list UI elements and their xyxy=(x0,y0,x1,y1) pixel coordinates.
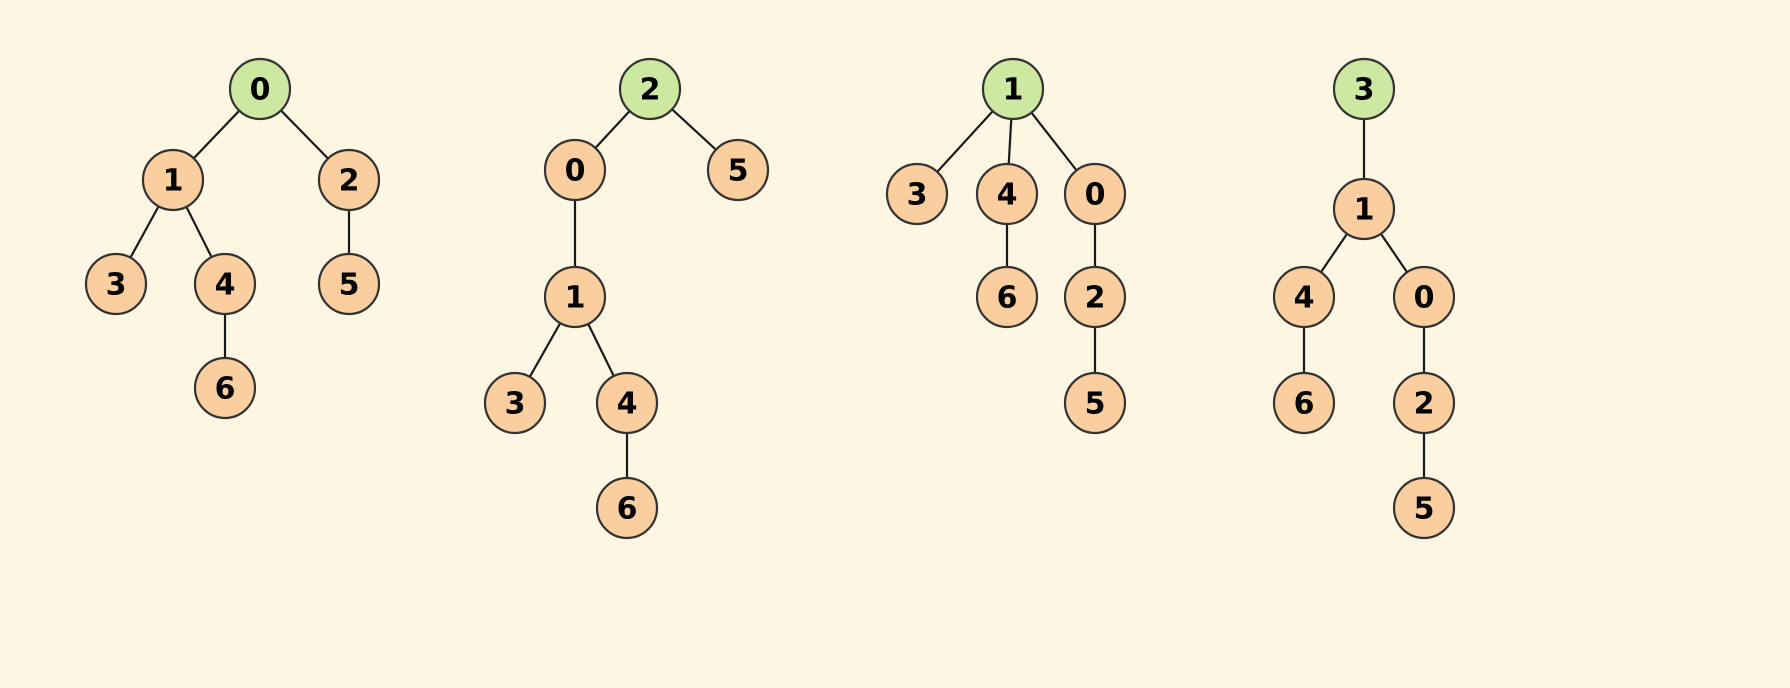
forest-layer: 0 1 2 3 4 5 6 2 0 5 1 3 4 6 1 3 4 0 6 2 5 3 1 4 0 6 2 5 xyxy=(84,57,1456,540)
node-label: 3 xyxy=(1354,73,1375,108)
tree-node-3[interactable]: 3 xyxy=(84,252,148,316)
node-circle[interactable] xyxy=(193,356,257,420)
tree-node-2[interactable]: 2 xyxy=(618,57,682,121)
node-circle[interactable] xyxy=(543,265,607,329)
node-label: 4 xyxy=(215,268,236,303)
tree-1-root-2: 2 0 5 1 3 4 6 xyxy=(483,57,770,540)
root-node-circle[interactable] xyxy=(618,57,682,121)
node-label: 5 xyxy=(339,268,360,303)
tree-node-5[interactable]: 5 xyxy=(1392,476,1456,540)
node-circle[interactable] xyxy=(595,371,659,435)
tree-node-1[interactable]: 1 xyxy=(1332,177,1396,241)
node-circle[interactable] xyxy=(141,148,205,212)
node-label: 1 xyxy=(163,164,184,199)
node-label: 6 xyxy=(997,281,1018,316)
node-label: 5 xyxy=(1085,387,1106,422)
node-circle[interactable] xyxy=(317,148,381,212)
root-node-circle[interactable] xyxy=(228,57,292,121)
node-circle[interactable] xyxy=(1392,265,1456,329)
root-node-circle[interactable] xyxy=(981,57,1045,121)
node-label: 0 xyxy=(565,154,586,189)
node-label: 3 xyxy=(106,268,127,303)
node-label: 0 xyxy=(250,73,271,108)
node-circle[interactable] xyxy=(1272,371,1336,435)
node-label: 4 xyxy=(997,178,1018,213)
node-circle[interactable] xyxy=(1063,265,1127,329)
tree-node-5[interactable]: 5 xyxy=(317,252,381,316)
node-label: 4 xyxy=(1294,281,1315,316)
node-label: 2 xyxy=(1414,387,1435,422)
tree-node-5[interactable]: 5 xyxy=(1063,371,1127,435)
tree-node-6[interactable]: 6 xyxy=(975,265,1039,329)
node-label: 1 xyxy=(1003,73,1024,108)
tree-3-root-3: 3 1 4 0 6 2 5 xyxy=(1272,57,1456,540)
node-circle[interactable] xyxy=(885,162,949,226)
tree-node-0[interactable]: 0 xyxy=(1392,265,1456,329)
node-label: 4 xyxy=(617,387,638,422)
tree-node-3[interactable]: 3 xyxy=(1332,57,1396,121)
tree-2-root-1: 1 3 4 0 6 2 5 xyxy=(885,57,1127,435)
tree-node-4[interactable]: 4 xyxy=(1272,265,1336,329)
node-circle[interactable] xyxy=(1063,371,1127,435)
tree-node-2[interactable]: 2 xyxy=(1392,371,1456,435)
node-circle[interactable] xyxy=(1332,177,1396,241)
node-circle[interactable] xyxy=(483,371,547,435)
tree-node-0[interactable]: 0 xyxy=(543,138,607,202)
node-circle[interactable] xyxy=(595,476,659,540)
tree-node-1[interactable]: 1 xyxy=(981,57,1045,121)
tree-node-0[interactable]: 0 xyxy=(1063,162,1127,226)
node-label: 6 xyxy=(1294,387,1315,422)
root-node-circle[interactable] xyxy=(1332,57,1396,121)
node-circle[interactable] xyxy=(317,252,381,316)
node-label: 2 xyxy=(640,73,661,108)
node-label: 2 xyxy=(1085,281,1106,316)
node-label: 5 xyxy=(728,154,749,189)
tree-node-6[interactable]: 6 xyxy=(595,476,659,540)
tree-node-6[interactable]: 6 xyxy=(193,356,257,420)
tree-node-4[interactable]: 4 xyxy=(595,371,659,435)
tree-node-4[interactable]: 4 xyxy=(975,162,1039,226)
node-label: 3 xyxy=(505,387,526,422)
tree-node-3[interactable]: 3 xyxy=(885,162,949,226)
node-label: 0 xyxy=(1414,281,1435,316)
tree-node-5[interactable]: 5 xyxy=(706,138,770,202)
tree-node-2[interactable]: 2 xyxy=(317,148,381,212)
tree-node-6[interactable]: 6 xyxy=(1272,371,1336,435)
node-circle[interactable] xyxy=(1392,476,1456,540)
node-circle[interactable] xyxy=(975,162,1039,226)
node-circle[interactable] xyxy=(193,252,257,316)
node-circle[interactable] xyxy=(543,138,607,202)
node-circle[interactable] xyxy=(84,252,148,316)
node-circle[interactable] xyxy=(1272,265,1336,329)
node-circle[interactable] xyxy=(975,265,1039,329)
tree-node-2[interactable]: 2 xyxy=(1063,265,1127,329)
node-circle[interactable] xyxy=(1063,162,1127,226)
tree-node-1[interactable]: 1 xyxy=(543,265,607,329)
tree-node-3[interactable]: 3 xyxy=(483,371,547,435)
node-label: 1 xyxy=(1354,193,1375,228)
node-label: 2 xyxy=(339,164,360,199)
node-label: 1 xyxy=(565,281,586,316)
tree-0-root-0: 0 1 2 3 4 5 6 xyxy=(84,57,381,420)
tree-node-4[interactable]: 4 xyxy=(193,252,257,316)
node-label: 6 xyxy=(617,492,638,527)
node-circle[interactable] xyxy=(706,138,770,202)
node-label: 3 xyxy=(907,178,928,213)
tree-node-1[interactable]: 1 xyxy=(141,148,205,212)
node-label: 5 xyxy=(1414,492,1435,527)
node-label: 0 xyxy=(1085,178,1106,213)
tree-node-0[interactable]: 0 xyxy=(228,57,292,121)
node-label: 6 xyxy=(215,372,236,407)
node-circle[interactable] xyxy=(1392,371,1456,435)
